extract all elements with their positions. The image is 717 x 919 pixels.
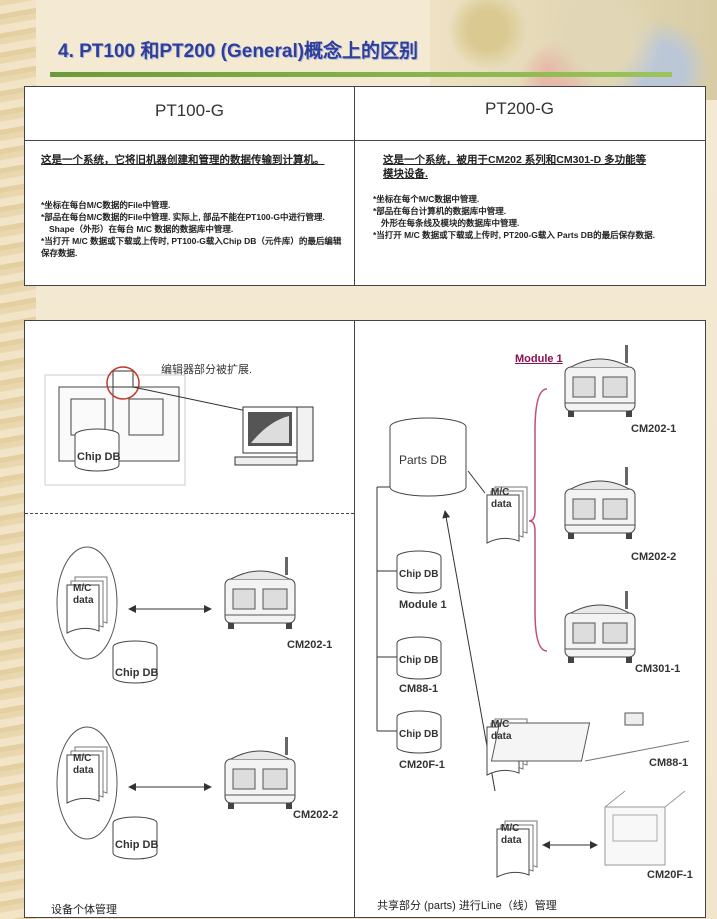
chip-db-label: Chip DB: [77, 451, 121, 463]
machine-label: CM202-1: [631, 423, 677, 435]
pt100-summary: 这是一个系统，它将旧机器创建和管理的数据传输到计算机。: [41, 154, 325, 166]
db-item-name: Module 1: [399, 599, 447, 611]
machine-label: CM202-2: [631, 551, 677, 563]
db-item-label: Chip DB: [399, 655, 439, 666]
cm88-machine: [490, 712, 690, 762]
header-decoration: [430, 0, 717, 100]
module-label: Module 1: [515, 353, 563, 365]
pt100-note: *当打开 M/C 数据或下载或上传时, PT100-G载入Chip DB（元件库…: [41, 236, 342, 258]
pt200-summary: 这是一个系统，被用于CM202 系列和CM301-D 多功能等模块设备.: [383, 154, 647, 180]
machine-label: CM301-1: [635, 663, 681, 675]
pt200-note: 外形在每条线及模块的数据库中管理.: [381, 218, 520, 228]
title-underline: [50, 72, 672, 77]
editor-note: 编辑器部分被扩展.: [161, 364, 253, 376]
machine-label: CM88-1: [649, 757, 689, 769]
diagram-graphics: [44, 344, 690, 878]
db-item-name: CM88-1: [399, 683, 439, 695]
pt200-note: *当打开 M/C 数据或下载或上传时, PT200-G载入 Parts DB的最…: [373, 230, 655, 240]
left-footer: 设备个体管理: [51, 904, 117, 916]
machine-label: CM202-1: [287, 639, 333, 651]
pt200-note: *部品在每台计算机的数据库中管理.: [373, 206, 507, 216]
concept-diagram: 编辑器部分被扩展. Chip DB M/C data Chip DB CM202…: [24, 320, 706, 918]
pt200-header: PT200-G: [485, 99, 554, 118]
mc-data-label: M/C data: [73, 753, 94, 776]
right-footer: 共享部分 (parts) 进行Line（线）管理: [377, 900, 557, 912]
diagram-divider: [354, 321, 355, 917]
mc-data-label: M/C data: [491, 487, 512, 510]
mc-data-label: M/C data: [73, 583, 94, 606]
dashed-separator: [25, 513, 354, 514]
db-item-label: Chip DB: [399, 569, 439, 580]
parts-db-cylinder: [389, 417, 467, 497]
pt200-notes: *坐标在每个M/C数据中管理. *部品在每台计算机的数据库中管理. 外形在每条线…: [373, 193, 698, 241]
chip-db-label: Chip DB: [115, 667, 159, 679]
page-title: 4. PT100 和PT200 (General)概念上的区别: [58, 41, 419, 62]
machine-label: CM20F-1: [647, 869, 693, 881]
pt200-note: *坐标在每个M/C数据中管理.: [373, 194, 480, 204]
db-item-label: Chip DB: [399, 729, 439, 740]
comparison-table: PT100-G PT200-G 这是一个系统，它将旧机器创建和管理的数据传输到计…: [24, 86, 706, 286]
table-header-divider: [25, 140, 705, 141]
db-item-name: CM20F-1: [399, 759, 445, 771]
mc-data-label: M/C data: [491, 719, 512, 742]
chip-db-label: Chip DB: [115, 839, 159, 851]
pt100-note: *坐标在每台M/C数据的File中管理.: [41, 200, 171, 210]
mc-data-label: M/C data: [501, 823, 522, 846]
pt100-note: Shape（外形）在每台 M/C 数据的数据库中管理.: [49, 224, 234, 234]
table-divider: [354, 87, 355, 285]
pt100-notes: *坐标在每台M/C数据的File中管理. *部品在每台M/C数据的File中管理…: [41, 199, 346, 259]
old-machine-illustration: [44, 366, 186, 486]
pt100-header: PT100-G: [155, 101, 224, 120]
computer-icon: [234, 406, 314, 466]
cm20f-machine: [604, 790, 686, 866]
pt100-note: *部品在每台M/C数据的File中管理. 实际上, 部品不能在PT100-G中进…: [41, 212, 325, 222]
machine-label: CM202-2: [293, 809, 339, 821]
parts-db-label: Parts DB: [399, 453, 448, 467]
